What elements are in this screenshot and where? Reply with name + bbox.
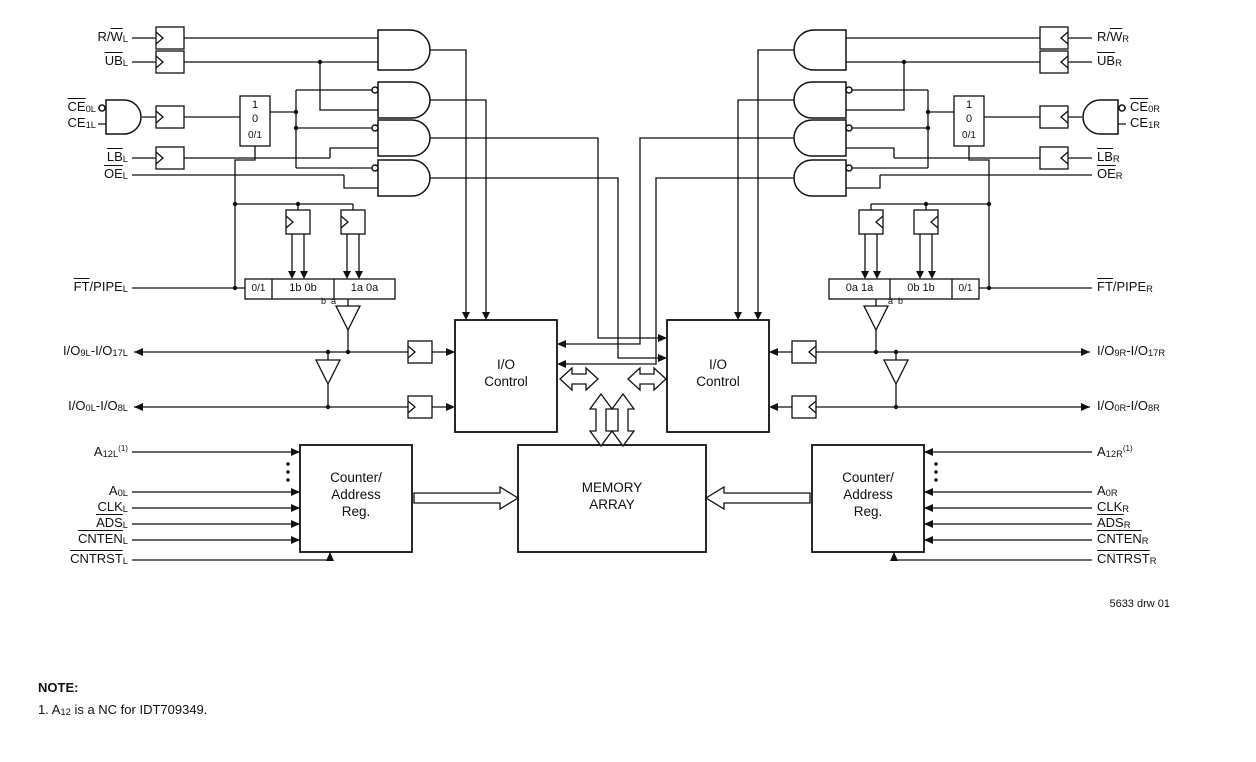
pipe-right-cell-sel: 0/1	[958, 283, 973, 294]
signal-label-oe-r: OER	[1097, 166, 1123, 181]
signal-label-ce0-r: CE0R	[1130, 99, 1161, 114]
io-control-label-left: I/O Control	[484, 357, 528, 389]
cross-port-arrowheads	[462, 312, 762, 368]
signal-label-a0-r: A0R	[1097, 483, 1118, 498]
signal-label-io-lo-l: I/O0L-I/O8L	[68, 398, 128, 413]
signal-label-ftpipe-r: FT/PIPER	[1097, 279, 1153, 294]
mux-left-sel: 0/1	[248, 130, 262, 141]
signal-label-ftpipe-l: FT/PIPEL	[73, 279, 128, 294]
mux-right-1: 1	[965, 99, 973, 111]
signal-label-cntrst-r: CNTRSTR	[1097, 551, 1157, 566]
signal-label-rw-r: R/WR	[1097, 29, 1130, 44]
pipe-right-cell-b: 0b 1b	[907, 282, 935, 294]
signal-label-clk-l: CLKL	[97, 499, 129, 514]
counter-label-left: Counter/ Address Reg.	[330, 470, 382, 519]
signal-label-ce1-r: CE1R	[1130, 115, 1161, 130]
pipe-left-tiny-b: b	[321, 296, 327, 306]
pipe-right-cell-a: 0a 1a	[845, 282, 874, 294]
signal-label-ub-l: UBL	[104, 53, 128, 68]
mux-left-0: 0	[251, 113, 259, 125]
signal-label-cntrst-l: CNTRSTL	[70, 551, 128, 566]
note-heading: NOTE:	[38, 680, 79, 695]
signal-label-cnten-l: CNTENL	[78, 531, 128, 546]
pipe-right-tiny-b: b	[898, 296, 904, 306]
signal-label-rw-l: R/WL	[97, 29, 128, 44]
signal-label-ub-r: UBR	[1097, 53, 1122, 68]
pipe-right-tiny-a: a	[888, 296, 894, 306]
mux-left-1: 1	[251, 99, 259, 111]
pipe-left-cell-sel: 0/1	[251, 283, 266, 294]
pipe-left-cell-b: 1b 0b	[289, 282, 317, 294]
signal-label-a12-l: A12L(1)	[93, 443, 128, 459]
pipe-left-cell-a: 1a 0a	[350, 282, 379, 294]
counter-label-right: Counter/ Address Reg.	[842, 470, 894, 519]
data-path-arrows	[559, 366, 667, 448]
signal-label-oe-l: OEL	[104, 166, 128, 181]
signal-label-cnten-r: CNTENR	[1097, 531, 1149, 546]
signal-label-lb-l: LBL	[106, 149, 128, 164]
signal-label-a0-l: A0L	[108, 483, 128, 498]
signal-label-clk-r: CLKR	[1097, 499, 1130, 514]
signal-label-io-hi-l: I/O9L-I/O17L	[62, 343, 128, 358]
mux-right-sel: 0/1	[962, 130, 976, 141]
io-control-label-right: I/O Control	[696, 357, 740, 389]
signal-label-ce0-l: CE0L	[67, 99, 96, 114]
memory-array-label: MEMORY ARRAY	[581, 480, 643, 512]
signal-label-io-lo-r: I/O0R-I/O8R	[1097, 398, 1160, 413]
signal-label-lb-r: LBR	[1097, 149, 1120, 164]
signal-label-io-hi-r: I/O9R-I/O17R	[1097, 343, 1166, 358]
note-item-1: 1. A12 is a NC for IDT709349.	[38, 702, 208, 717]
signal-label-ads-l: ADSL	[96, 515, 128, 530]
signal-label-ce1-l: CE1L	[67, 115, 96, 130]
signal-label-a12-r: A12R(1)	[1097, 443, 1133, 459]
signal-label-ads-r: ADSR	[1097, 515, 1131, 530]
cross-port-routes	[430, 49, 794, 365]
drawing-number: 5633 drw 01	[1109, 598, 1170, 610]
pipe-left-tiny-a: a	[331, 296, 337, 306]
mux-right-0: 0	[965, 113, 973, 125]
memory-array-box	[517, 444, 707, 553]
